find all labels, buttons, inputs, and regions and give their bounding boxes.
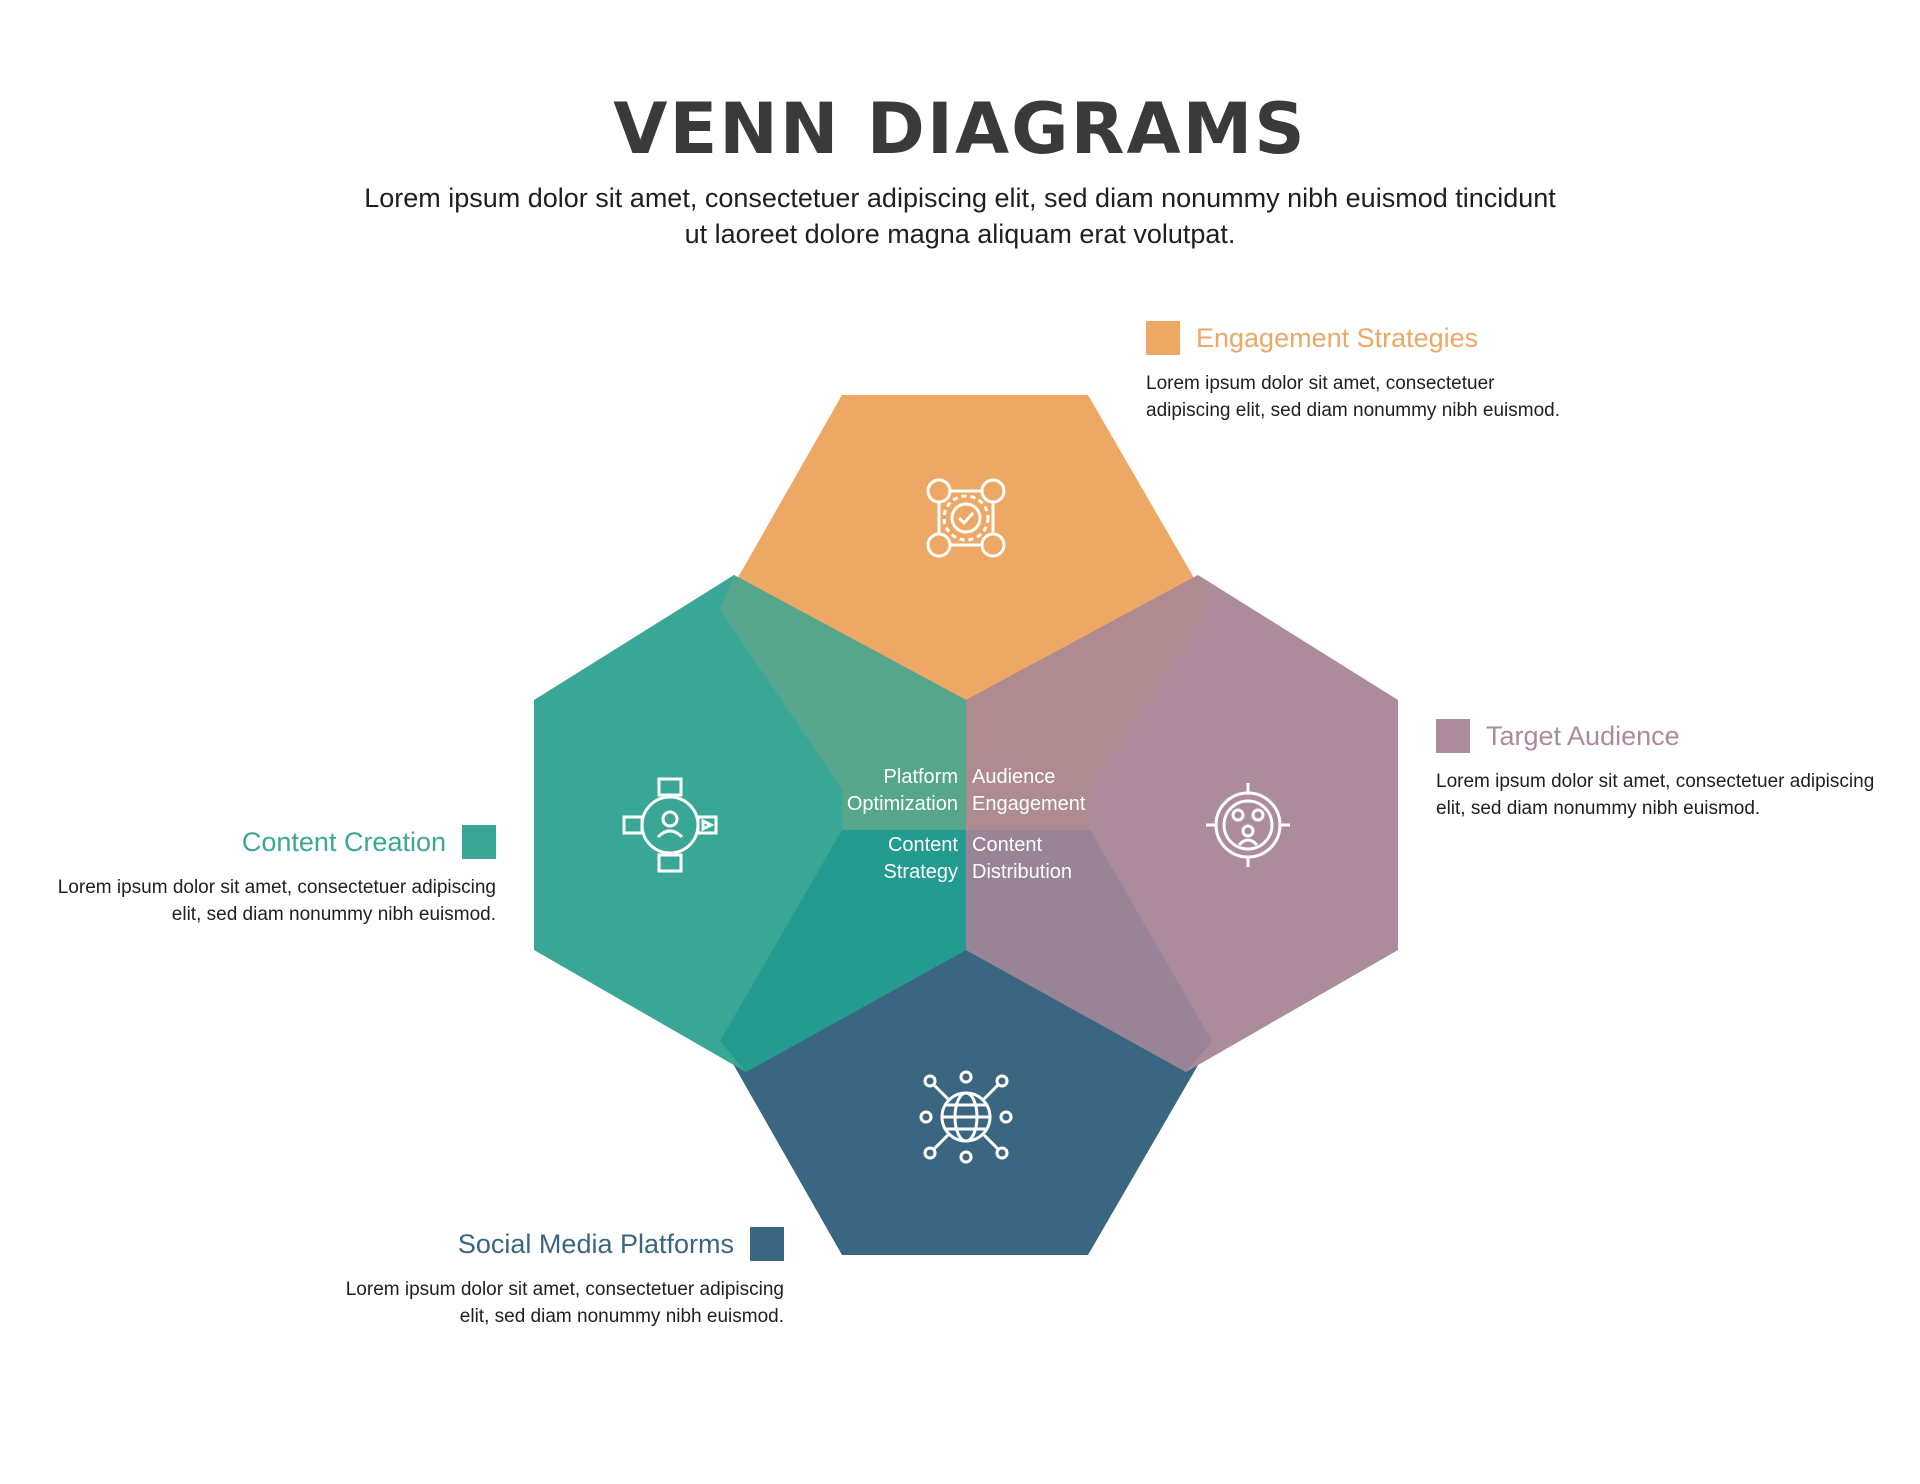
legend-label-audience: Target Audience [1486,720,1680,751]
overlap-label-platform-optimization: Platform Optimization [846,766,958,815]
globe-network-icon [919,1070,1013,1164]
network-check-icon [926,478,1006,558]
audience-social-overlap [966,830,1212,1072]
legend-swatch-content [462,825,496,859]
central-overlap-left [842,750,966,830]
page-subtitle: Lorem ipsum dolor sit amet, consectetuer… [364,183,1556,249]
social-shape [720,950,1212,1255]
legend-desc-audience: Lorem ipsum dolor sit amet, consectetuer… [1436,771,1875,819]
legend-content: Content Creation Lorem ipsum dolor sit a… [36,822,496,928]
legend-engagement: Engagement Strategies Lorem ipsum dolor … [1146,318,1586,424]
legend-label-social: Social Media Platforms [457,1228,734,1259]
legend-audience: Target Audience Lorem ipsum dolor sit am… [1436,716,1876,822]
overlap-label-content-distribution: Content Distribution [972,834,1073,883]
legend-swatch-social [750,1227,784,1261]
target-group-icon [1206,783,1290,867]
engagement-audience-overlap [966,575,1212,790]
legend-desc-content: Lorem ipsum dolor sit amet, consectetuer… [57,877,496,925]
legend-swatch-audience [1436,719,1470,753]
legend-label-content: Content Creation [241,826,446,857]
content-social-overlap [720,830,966,1072]
content-hub-icon [622,777,718,873]
page-title: VENN DIAGRAMS [613,88,1307,170]
legend-label-engagement: Engagement Strategies [1196,322,1479,353]
central-overlap-right [966,750,1090,830]
overlap-label-content-strategy: Content Strategy [883,834,958,883]
overlap-label-audience-engagement: Audience Engagement [972,766,1086,815]
legend-desc-engagement: Lorem ipsum dolor sit amet, consectetuer… [1146,373,1560,421]
legend-social: Social Media Platforms Lorem ipsum dolor… [324,1224,784,1330]
legend-swatch-engagement [1146,321,1180,355]
engagement-content-overlap [720,575,966,790]
legend-desc-social: Lorem ipsum dolor sit amet, consectetuer… [345,1279,784,1327]
